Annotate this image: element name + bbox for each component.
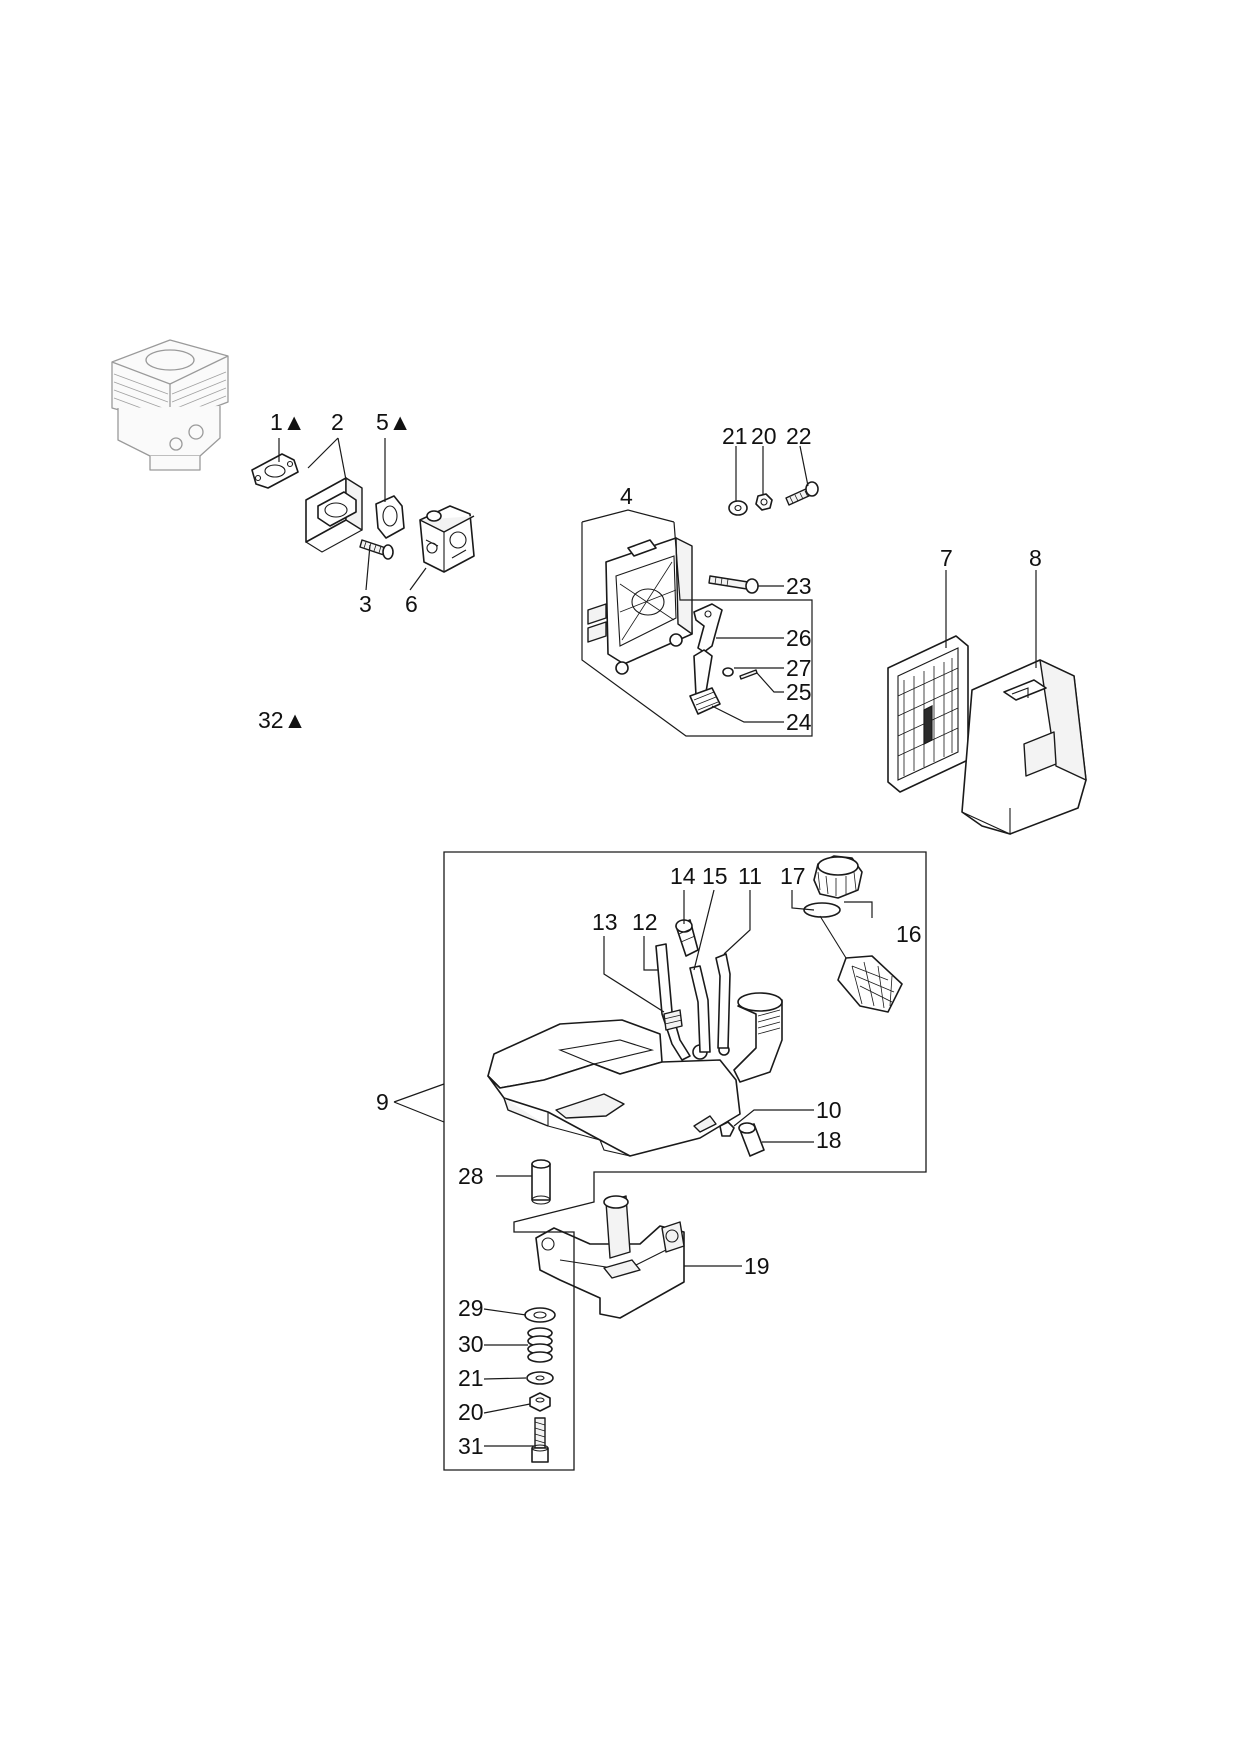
callout-14: 14 bbox=[670, 863, 696, 889]
lever-item-24 bbox=[689, 649, 721, 715]
callout-28: 28 bbox=[458, 1163, 484, 1189]
callout-11: 11 bbox=[738, 863, 762, 889]
screw-item-22 bbox=[785, 481, 819, 506]
callout-26: 26 bbox=[786, 625, 812, 651]
callout-19: 19 bbox=[744, 1253, 770, 1279]
callout-3: 3 bbox=[359, 591, 372, 617]
callout-27: 27 bbox=[786, 655, 812, 681]
callout-31: 31 bbox=[458, 1433, 484, 1459]
washer-item-21-lower bbox=[526, 1371, 554, 1385]
screw-item-23 bbox=[708, 575, 759, 594]
bracket-item-26 bbox=[693, 603, 723, 653]
air-filter-base-item-4 bbox=[587, 537, 693, 675]
air-filter-cover-item-8 bbox=[961, 659, 1087, 835]
washer-item-21 bbox=[728, 500, 748, 516]
callout-6: 6 bbox=[405, 591, 418, 617]
fuel-filter-item-14 bbox=[675, 919, 699, 957]
callout-5: 5▲ bbox=[376, 409, 412, 435]
fuel-cap-item-17 bbox=[813, 855, 863, 899]
callout-17: 17 bbox=[780, 863, 806, 889]
screw-item-3 bbox=[359, 539, 394, 560]
callout-21-lower: 21 bbox=[458, 1365, 484, 1391]
bushing-item-28 bbox=[531, 1159, 551, 1205]
bolt-item-31 bbox=[531, 1417, 549, 1463]
callout-1: 1▲ bbox=[270, 409, 306, 435]
callout-16: 16 bbox=[896, 921, 922, 947]
callout-29: 29 bbox=[458, 1295, 484, 1321]
callout-20-lower: 20 bbox=[458, 1399, 484, 1425]
leader-lines bbox=[278, 437, 1037, 1471]
callout-9: 9 bbox=[376, 1089, 389, 1115]
intake-manifold-item-2 bbox=[305, 477, 363, 553]
callout-24: 24 bbox=[786, 709, 812, 735]
washer-item-29 bbox=[524, 1307, 556, 1323]
callout-23: 23 bbox=[786, 573, 812, 599]
callout-7: 7 bbox=[940, 545, 953, 571]
callout-20-top: 20 bbox=[751, 423, 777, 449]
callout-30: 30 bbox=[458, 1331, 484, 1357]
callout-21-top: 21 bbox=[722, 423, 748, 449]
callout-32: 32▲ bbox=[258, 707, 306, 733]
carburetor-item-6 bbox=[419, 505, 475, 573]
callout-10: 10 bbox=[816, 1097, 842, 1123]
callout-15: 15 bbox=[702, 863, 728, 889]
gasket-item-5 bbox=[375, 495, 405, 539]
fuel-tank-item-9 bbox=[487, 992, 783, 1157]
callout-25: 25 bbox=[786, 679, 812, 705]
support-bracket-item-19 bbox=[535, 1195, 685, 1319]
cap-seal-item-16 bbox=[803, 902, 903, 1013]
callout-numbers: 1▲ 2 5▲ 3 6 32▲ 4 21 20 22 23 26 27 25 2… bbox=[258, 409, 1042, 1459]
nut-item-20-lower bbox=[529, 1392, 551, 1412]
nut-item-20 bbox=[755, 493, 773, 511]
callout-18: 18 bbox=[816, 1127, 842, 1153]
callout-22: 22 bbox=[786, 423, 812, 449]
callout-4: 4 bbox=[620, 483, 633, 509]
callout-12: 12 bbox=[632, 909, 658, 935]
engine-cylinder-reference bbox=[111, 339, 229, 471]
callout-13: 13 bbox=[592, 909, 618, 935]
nut-item-10 bbox=[719, 1121, 735, 1137]
callout-8: 8 bbox=[1029, 545, 1042, 571]
fuel-hose-item-15 bbox=[689, 965, 711, 1053]
spring-item-30 bbox=[527, 1327, 553, 1363]
plug-item-18 bbox=[738, 1122, 765, 1157]
callout-2: 2 bbox=[331, 409, 344, 435]
fuel-hose-item-11 bbox=[715, 953, 731, 1049]
air-filter-element-item-7 bbox=[887, 635, 969, 793]
gasket-item-1 bbox=[251, 453, 299, 489]
washer-item-27 bbox=[722, 667, 734, 677]
grommet-item-13 bbox=[663, 1009, 683, 1031]
pin-item-25 bbox=[739, 669, 758, 680]
